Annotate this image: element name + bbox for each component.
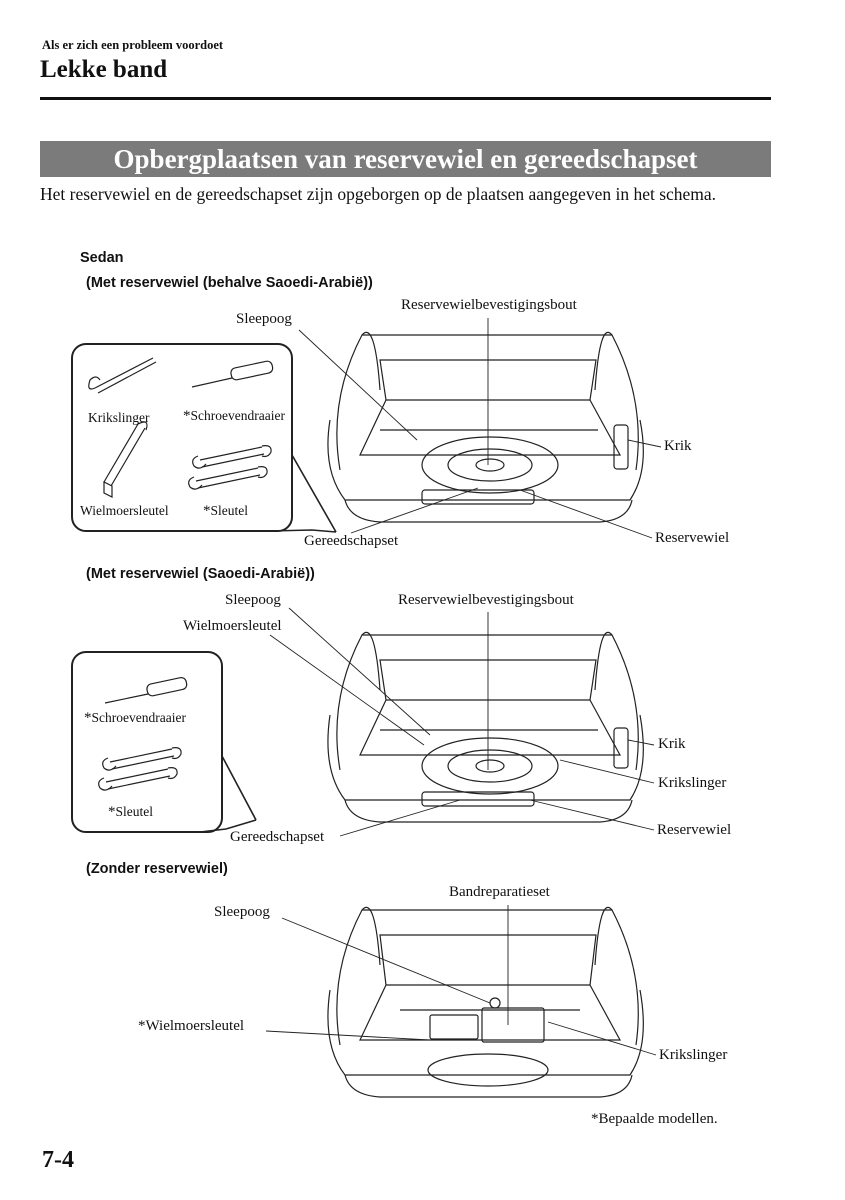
label-bandreparatieset: Bandreparatieset [449,884,550,900]
figure1-caption: (Met reservewiel (behalve Saoedi-Arabië)… [86,275,373,291]
spanner-icon [188,445,272,490]
label-reservewiel: Reservewiel [655,530,730,546]
label-sleepoog-2: Sleepoog [225,592,281,608]
label-krik-2: Krik [658,736,686,752]
screwdriver-icon [191,360,274,388]
section-title: Als er zich een probleem voordoet [42,38,224,52]
intro-paragraph: Het reservewiel en de gereedschapset zij… [40,184,717,204]
label-sleutel: *Sleutel [203,503,248,519]
tool-box-1 [71,343,293,532]
label-schroevendraaier: *Schroevendraaier [183,408,285,424]
chapter-title: Lekke band [40,56,168,83]
label-bout: Reservewielbevestigingsbout [401,297,577,313]
label-krik: Krik [664,438,692,454]
jack-handle-icon [88,357,157,394]
page-number: 7-4 [42,1147,74,1173]
screwdriver-icon [104,677,188,704]
vehicle-label: Sedan [80,250,124,266]
label-krikslinger-2: Krikslinger [658,775,727,791]
footnote: *Bepaalde modellen. [591,1111,718,1127]
tool-box-2 [71,651,223,833]
figure3-caption: (Zonder reservewiel) [86,861,228,877]
label-gereedschapset: Gereedschapset [304,533,399,549]
label-schroevendraaier-2: *Schroevendraaier [84,710,186,726]
trunk-illustration-2 [327,631,644,823]
lug-wrench-icon [103,421,148,498]
label-sleepoog-3: Sleepoog [214,904,270,920]
trunk-illustration-3 [327,906,644,1098]
label-wielmoersleutel-2: Wielmoersleutel [183,618,282,634]
label-krikslinger-3: Krikslinger [659,1047,728,1063]
header-rule [40,97,771,100]
trunk-illustration-1 [327,331,644,523]
label-krikslinger: Krikslinger [88,410,150,425]
figure2-caption: (Met reservewiel (Saoedi-Arabië)) [86,566,315,582]
page-heading: Opbergplaatsen van reservewiel en gereed… [40,141,771,177]
label-bout-2: Reservewielbevestigingsbout [398,592,574,608]
label-wielmoersleutel-3: *Wielmoersleutel [138,1018,245,1034]
spanner-icon [98,747,182,791]
label-reservewiel-2: Reservewiel [657,822,732,838]
label-wielmoersleutel: Wielmoersleutel [80,503,169,518]
label-sleepoog: Sleepoog [236,311,292,327]
label-sleutel-2: *Sleutel [108,804,153,820]
label-gereedschapset-2: Gereedschapset [230,829,325,845]
